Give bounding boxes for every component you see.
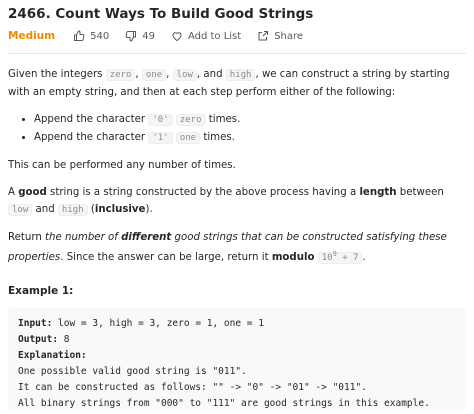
add-to-list-label: Add to List [187, 30, 242, 42]
text: , [166, 69, 173, 80]
code-char-zero: '0' [148, 114, 173, 126]
text: Return [8, 232, 46, 243]
text: 10 [321, 253, 333, 263]
problem-description: Given the integers zero, one, low, and h… [8, 66, 464, 277]
text: ( [87, 204, 95, 215]
code-zero: zero [105, 69, 136, 81]
problem-meta-bar: Medium 540 49 Add to List Share [8, 30, 319, 42]
example-explanation-line: One possible valid good string is "011". [18, 366, 247, 377]
heart-icon [172, 32, 182, 42]
example-code-block: Input: low = 3, high = 3, zero = 1, one … [8, 308, 466, 410]
text: . Since the answer can be large, return … [60, 252, 272, 263]
text: , [135, 69, 142, 80]
text: and [32, 204, 58, 215]
text: times. [205, 114, 241, 125]
code-modulo-value: 109 + 7 [317, 250, 363, 264]
code-high: high [57, 204, 88, 216]
description-paragraph-1: Given the integers zero, one, low, and h… [8, 66, 464, 101]
exponent: 9 [332, 250, 337, 258]
dislike-count: 49 [142, 30, 155, 42]
text: Append the character [34, 114, 149, 125]
difficulty-badge: Medium [8, 30, 56, 42]
code-low: low [8, 204, 33, 216]
text: + 7 [336, 253, 359, 263]
text: , we can construct a string by starting … [8, 69, 450, 98]
code-one: one [175, 132, 201, 144]
text: , and [196, 69, 226, 80]
example-output-line: Output: 8 [18, 332, 456, 348]
text: Given the integers [8, 69, 106, 80]
bold-italic-text: different [121, 232, 172, 243]
input-value: low = 3, high = 3, zero = 1, one = 1 [52, 318, 264, 329]
description-paragraph-2: This can be performed any number of time… [8, 160, 236, 171]
add-to-list-button[interactable]: Add to List [171, 30, 241, 42]
italic-text: different [121, 232, 171, 243]
text: . [362, 252, 366, 263]
italic-text: the number of [45, 232, 122, 243]
text: A [8, 187, 19, 198]
description-paragraph-4: Return the number of different good stri… [8, 229, 464, 267]
share-label: Share [274, 30, 304, 42]
example-explanation-line: All binary strings from "000" to "111" a… [18, 398, 430, 409]
text: between [396, 187, 444, 198]
example-title: Example 1: [8, 285, 74, 297]
like-button[interactable]: 540 [73, 30, 109, 42]
example-input-line: Input: low = 3, high = 3, zero = 1, one … [18, 316, 456, 332]
code-low: low [172, 69, 197, 81]
problem-title: 2466. Count Ways To Build Good Strings [8, 6, 314, 22]
like-count: 540 [90, 30, 110, 42]
code-zero: zero [175, 114, 206, 126]
steps-list: Append the character '0' zero times. App… [8, 111, 464, 147]
code-one: one [141, 69, 167, 81]
code-high: high [225, 69, 256, 81]
dislike-button[interactable]: 49 [125, 30, 155, 42]
code-char-one: '1' [148, 132, 173, 144]
bold-text: length [359, 187, 397, 198]
output-label: Output: [18, 334, 59, 345]
text: times. [200, 132, 235, 143]
text: Append the character [34, 132, 149, 143]
thumbs-up-icon [74, 30, 85, 41]
explanation-label: Explanation: [18, 350, 87, 361]
bold-text: modulo [271, 252, 315, 263]
text: ). [145, 204, 153, 215]
bold-text: good [18, 187, 47, 198]
header-divider [8, 53, 466, 54]
italic-text: good strings that can be constructed sat… [8, 232, 447, 263]
example-explanation-line: It can be constructed as follows: "" -> … [18, 382, 367, 393]
example-explanation-label: Explanation: [18, 348, 456, 364]
output-value: 8 [58, 334, 70, 345]
share-icon [258, 31, 269, 41]
share-button[interactable]: Share [257, 30, 303, 42]
description-paragraph-3: A good string is a string constructed by… [8, 184, 464, 219]
text: string is a string constructed by the ab… [46, 187, 360, 198]
thumbs-down-icon [125, 31, 137, 42]
list-item: Append the character '0' zero times. [34, 111, 464, 129]
input-label: Input: [18, 318, 53, 329]
list-item: Append the character '1' one times. [34, 129, 464, 147]
bold-text: inclusive [94, 204, 146, 215]
